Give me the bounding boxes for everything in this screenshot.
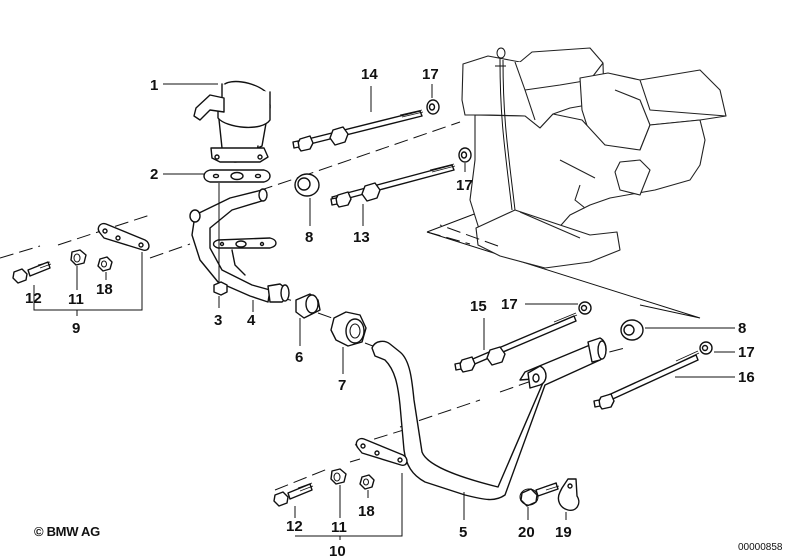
- part-5-air-pipe-lower[interactable]: [371, 337, 607, 501]
- callout-17-b: 17: [456, 177, 473, 194]
- callout-6: 6: [295, 349, 303, 366]
- callout-10: 10: [329, 543, 346, 559]
- callout-17-c: 17: [501, 296, 518, 313]
- callout-8: 8: [305, 229, 313, 246]
- part-10-bracket-set[interactable]: [273, 437, 408, 507]
- part-16-stud-bolt[interactable]: [593, 350, 700, 410]
- part-20-collar-bolt[interactable]: [519, 482, 560, 507]
- part-9-bracket-set[interactable]: [12, 222, 150, 284]
- callout-16: 16: [738, 369, 755, 386]
- callout-2: 2: [150, 166, 158, 183]
- callout-5: 5: [459, 524, 467, 541]
- part-19-clamp[interactable]: [557, 478, 580, 511]
- part-14-stud-bolt[interactable]: [292, 109, 424, 152]
- part-17-washer-b[interactable]: [458, 147, 472, 163]
- callout-14: 14: [361, 66, 378, 83]
- part-6-sleeve[interactable]: [295, 293, 321, 319]
- leader-lines: [33, 83, 735, 540]
- callout-9: 9: [72, 320, 80, 337]
- callout-19: 19: [555, 524, 572, 541]
- part-3-hex-nut[interactable]: [213, 183, 228, 296]
- part-17-washer-a[interactable]: [426, 99, 440, 115]
- callout-13: 13: [353, 229, 370, 246]
- callout-7: 7: [338, 377, 346, 394]
- engine-block: [426, 47, 727, 319]
- part-17-washer-c[interactable]: [578, 301, 592, 315]
- part-7-union-nut[interactable]: [330, 311, 367, 347]
- callout-3: 3: [214, 312, 222, 329]
- callout-17-a: 17: [422, 66, 439, 83]
- callout-17-d: 17: [738, 344, 755, 361]
- copyright-notice: © BMW AG: [34, 524, 100, 539]
- callout-4: 4: [247, 312, 256, 329]
- callout-18-lower: 18: [358, 503, 375, 520]
- part-4-air-pipe-upper[interactable]: [189, 188, 290, 303]
- callout-20: 20: [518, 524, 535, 541]
- part-8-bushing[interactable]: [294, 173, 320, 197]
- part-8-bushing-right[interactable]: [620, 319, 644, 341]
- callout-1: 1: [150, 77, 158, 94]
- part-13-stud-bolt[interactable]: [330, 163, 456, 208]
- part-17-washer-d[interactable]: [699, 341, 713, 355]
- document-number: 00000858: [738, 542, 783, 553]
- callout-12-lower: 12: [286, 518, 303, 535]
- callout-labels: 1 2 3 4 5 6 7 8 8 9 10 11 11 12 12 13 14…: [25, 66, 755, 559]
- callout-11-lower: 11: [331, 519, 347, 536]
- part-15-stud-bolt[interactable]: [454, 312, 578, 373]
- part-1-secondary-air-valve[interactable]: [193, 77, 272, 163]
- callout-12: 12: [25, 290, 42, 307]
- callout-15: 15: [470, 298, 487, 315]
- part-2-gasket[interactable]: [203, 169, 271, 183]
- callout-8-right: 8: [738, 320, 746, 337]
- callout-11: 11: [68, 291, 84, 308]
- callout-18: 18: [96, 281, 113, 298]
